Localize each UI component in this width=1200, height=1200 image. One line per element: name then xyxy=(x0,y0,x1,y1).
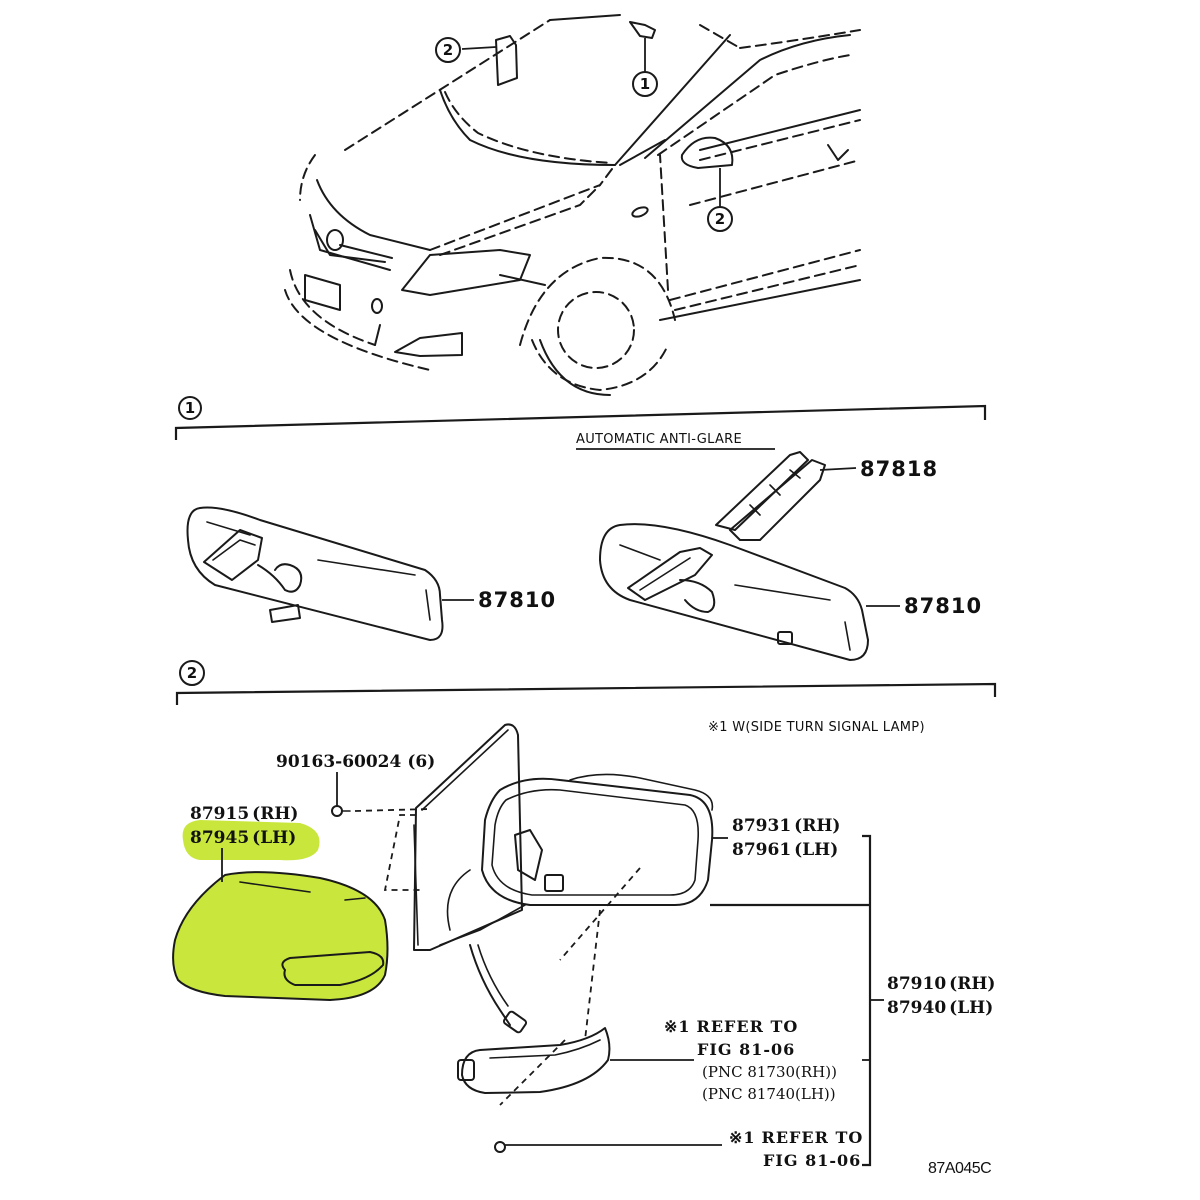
refer-1-mark: ※1 xyxy=(664,1017,691,1036)
car-callout-inner-mirror: 1 xyxy=(632,38,658,97)
refer-1-heading: ※1 REFER TO xyxy=(664,1017,798,1036)
cover-rh-number: 87915 xyxy=(190,804,249,824)
refer-1-pnc-rh: (PNC 81730(RH)) xyxy=(702,1063,837,1081)
cover-rh-label: (RH) xyxy=(252,804,298,824)
housing-lh-label: (LH) xyxy=(794,840,838,860)
housing-rh-label: (RH) xyxy=(794,816,840,836)
housing-rh-number: 87931 xyxy=(732,816,791,836)
mirror-glass-drawing xyxy=(383,723,523,951)
section-2-callout: 2 xyxy=(187,664,197,682)
turn-signal-lamp-drawing xyxy=(457,1027,611,1106)
cover-lh-number: 87945 xyxy=(190,828,249,848)
screw-icon xyxy=(331,805,351,817)
cover-rh: 87915(RH) xyxy=(190,804,298,824)
cover-lh-label: (LH) xyxy=(252,828,296,848)
mirror-cover-drawing xyxy=(715,451,826,541)
section-2-bracket xyxy=(175,682,997,705)
screw-quantity: (6) xyxy=(407,752,435,772)
refer-1-pnc-lh: (PNC 81740(LH)) xyxy=(702,1085,836,1103)
car-callout-windshield-mirror: 2 xyxy=(435,37,497,63)
assy-rh-label: (RH) xyxy=(949,974,995,994)
mirror-cover-highlighted xyxy=(172,820,389,1001)
assy-lh-label: (LH) xyxy=(949,998,993,1018)
section-1-bracket xyxy=(174,404,987,440)
anti-glare-subtitle: AUTOMATIC ANTI-GLARE xyxy=(576,432,742,447)
housing-rh: 87931(RH) xyxy=(732,816,840,836)
assy-rh-number: 87910 xyxy=(887,974,946,994)
assy-lh: 87940(LH) xyxy=(887,998,993,1018)
section-1-callout: 1 xyxy=(185,399,195,417)
callout-1-text: 1 xyxy=(640,75,650,93)
callout-2-text: 2 xyxy=(715,210,725,228)
part-87810-right: 87810 xyxy=(904,594,982,618)
part-87818: 87818 xyxy=(860,457,938,481)
inner-mirror-anti-glare-drawing xyxy=(599,523,869,661)
inner-mirror-standard-drawing xyxy=(186,506,444,641)
housing-lh: 87961(LH) xyxy=(732,840,838,860)
lamp-screw-icon xyxy=(494,1141,506,1153)
refer-2-heading: ※1 REFER TO xyxy=(729,1128,863,1147)
refer-2-line1: REFER TO xyxy=(762,1128,864,1147)
car-illustration xyxy=(284,14,861,396)
assy-lh-number: 87940 xyxy=(887,998,946,1018)
assy-rh: 87910(RH) xyxy=(887,974,995,994)
refer-1-line1: REFER TO xyxy=(697,1017,799,1036)
refer-2-mark: ※1 xyxy=(729,1128,756,1147)
turn-signal-note: ※1 W(SIDE TURN SIGNAL LAMP) xyxy=(708,720,925,735)
figure-id: 87A045C xyxy=(928,1160,991,1177)
mirror-housing-drawing xyxy=(439,773,714,1041)
screw-part-number: 90163-60024 xyxy=(276,752,402,772)
refer-1-line2: FIG 81-06 xyxy=(697,1040,795,1059)
car-callout-outer-mirror: 2 xyxy=(707,168,733,232)
screw-label: 90163-60024(6) xyxy=(276,752,435,772)
callout-2-text: 2 xyxy=(443,41,453,59)
section-2: 2 ※1 W(SIDE TURN SIGNAL LAMP) 90163-6002… xyxy=(172,660,997,1170)
section-1: 1 AUTOMATIC ANTI-GLARE 87810 87818 xyxy=(174,396,987,661)
cover-lh: 87945(LH) xyxy=(190,828,296,848)
housing-lh-number: 87961 xyxy=(732,840,791,860)
refer-2-line2: FIG 81-06 xyxy=(763,1151,861,1170)
part-87810-left: 87810 xyxy=(478,588,556,612)
